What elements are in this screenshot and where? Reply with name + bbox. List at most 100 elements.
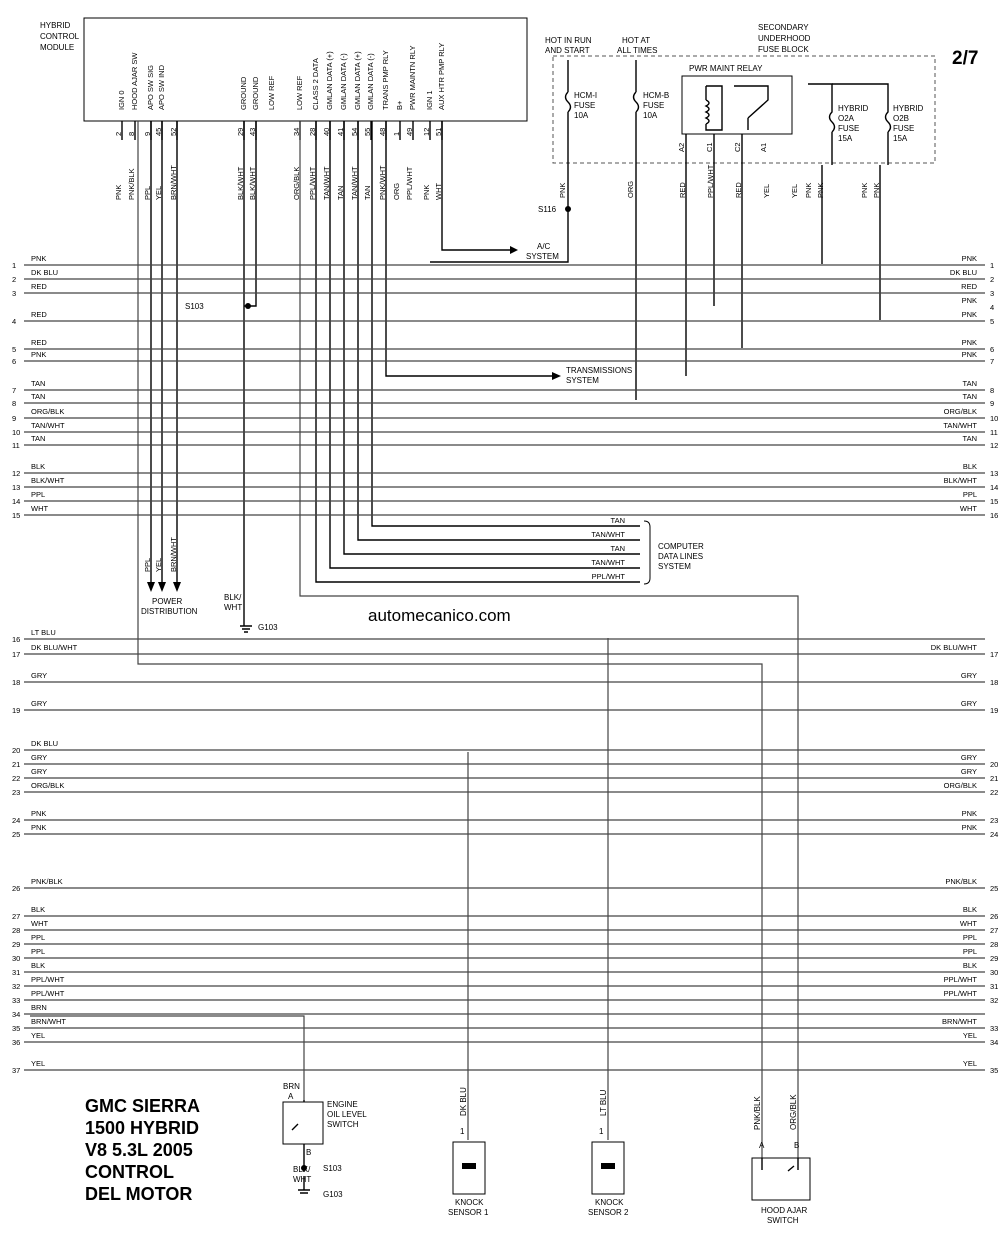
- right-pin-number: 33: [990, 1024, 998, 1033]
- hcm-pin-wire-color: TAN: [336, 186, 345, 200]
- hcm-pin-function: CLASS 2 DATA: [311, 58, 320, 110]
- ac-system-1: A/C: [537, 242, 551, 251]
- oil-switch-gnd-2: WHT: [293, 1175, 311, 1184]
- left-wire-color: PPL: [31, 490, 45, 499]
- page-label: 2/7: [952, 48, 978, 69]
- hcm-pin-function: GMLAN DATA (+): [353, 51, 362, 110]
- data-line-wire: [329, 121, 640, 569]
- hcm-pin-number: 40: [322, 128, 331, 136]
- right-pin-number: 30: [990, 968, 998, 977]
- hcm-pin-wire-color: TAN: [363, 186, 372, 200]
- left-wire-color: BLK: [31, 462, 45, 471]
- fuse-wire-color: PNK: [558, 183, 567, 198]
- right-wire-color: BLK: [963, 462, 977, 471]
- oil-switch-splice: [301, 1165, 307, 1171]
- left-pin-number: 16: [12, 635, 20, 644]
- hcm-pin-function: B+: [395, 100, 404, 110]
- hcm-pin-number: 1: [392, 132, 401, 136]
- knock1-pin: 1: [460, 1127, 465, 1136]
- left-pin-number: 22: [12, 774, 20, 783]
- hood-pin-b: B: [794, 1141, 799, 1150]
- power-wire-arrow: [147, 582, 155, 592]
- hcm-pin-function: PWR MAINTN RLY: [408, 46, 417, 110]
- right-pin-number: 24: [990, 830, 998, 839]
- right-pin-number: 22: [990, 788, 998, 797]
- knock1-wire: DK BLU: [459, 1087, 468, 1116]
- data-line-wire: [315, 121, 640, 583]
- fuse-wire-color: PNK: [860, 183, 869, 198]
- hcm-pin-wire-color: BLK/WHT: [248, 166, 257, 200]
- data-line-wire: [357, 121, 640, 541]
- left-wire-color: GRY: [31, 753, 47, 762]
- knock-sensor-1: [452, 1141, 486, 1195]
- hcm-pin-number: 8: [127, 132, 136, 136]
- right-pin-number: 12: [990, 441, 998, 450]
- left-pin-number: 29: [12, 940, 20, 949]
- right-wire-color: PNK: [962, 338, 977, 347]
- data-lines-2: DATA LINES: [658, 552, 703, 561]
- left-wire-color: LT BLU: [31, 628, 56, 637]
- hcm-pin-wire-color: YEL: [154, 186, 163, 200]
- right-wire-color: PPL: [963, 933, 977, 942]
- data-lines-bracket: [643, 520, 651, 585]
- hot-at-all-2: ALL TIMES: [617, 46, 657, 55]
- left-wire-color: PNK: [31, 823, 46, 832]
- left-pin-number: 36: [12, 1038, 20, 1047]
- hybrid-control-module: [83, 17, 528, 122]
- hot-at-all-1: HOT AT: [622, 36, 650, 45]
- left-wire-color: GRY: [31, 699, 47, 708]
- hood-name-1: HOOD AJAR: [761, 1206, 807, 1215]
- hcm-pin-function: AUX HTR PMP RLY: [437, 43, 446, 110]
- knock-sensor-2-element: [601, 1163, 615, 1169]
- left-pin-number: 11: [12, 441, 20, 450]
- knock-sensor-1-element: [462, 1163, 476, 1169]
- right-wire-color: BLK: [963, 905, 977, 914]
- o2b-fuse-1: HYBRID: [893, 104, 923, 113]
- fuse-wire-color: PNK: [872, 183, 881, 198]
- fuse-wire-color: PNK: [816, 183, 825, 198]
- left-pin-number: 21: [12, 760, 20, 769]
- right-wire-color: PNK: [962, 310, 977, 319]
- s103-splice: [245, 303, 251, 309]
- hcm-pin-function: GROUND: [239, 76, 248, 110]
- left-wire-color: GRY: [31, 767, 47, 776]
- left-wire-color: DK BLU: [31, 739, 58, 748]
- left-wire-color: TAN: [31, 434, 45, 443]
- knock2-name-1: KNOCK: [595, 1198, 624, 1207]
- fuse-block-title-2: UNDERHOOD: [758, 34, 811, 43]
- trans-system-1: TRANSMISSIONS: [566, 366, 632, 375]
- left-pin-number: 1: [12, 261, 16, 270]
- right-wire-color: PNK: [962, 809, 977, 818]
- knock1-name-1: KNOCK: [455, 1198, 484, 1207]
- gnd-wire-2: WHT: [224, 603, 242, 612]
- hcm-pin-number: 51: [434, 128, 443, 136]
- o2b-fuse-3: FUSE: [893, 124, 914, 133]
- right-pin-number: 17: [990, 650, 998, 659]
- left-pin-number: 4: [12, 317, 16, 326]
- hcm-pin-wire-color: PPL: [143, 186, 152, 200]
- fuse-wire-color: ORG: [626, 181, 635, 198]
- hcm-pin-function: LOW REF: [295, 75, 304, 110]
- oil-switch-ground-icon: [298, 1176, 310, 1194]
- right-pin-number: 19: [990, 706, 998, 715]
- left-pin-number: 2: [12, 275, 16, 284]
- right-pin-number: 29: [990, 954, 998, 963]
- pwr-maint-relay-box: [681, 75, 793, 135]
- left-wire-color: BLK: [31, 905, 45, 914]
- hcm-pin-number: 41: [336, 128, 345, 136]
- ac-arrow: [510, 246, 518, 254]
- o2b-fuse-2: O2B: [893, 114, 909, 123]
- left-pin-number: 26: [12, 884, 20, 893]
- hcm-b-fuse-1: HCM-B: [643, 91, 669, 100]
- right-wire-color: PNK: [962, 350, 977, 359]
- data-line-color: TAN/WHT: [591, 530, 625, 539]
- relay-coil-switch: [704, 85, 769, 131]
- oil-switch-name-2: OIL LEVEL: [327, 1110, 367, 1119]
- data-lines-1: COMPUTER: [658, 542, 704, 551]
- right-pin-number: 21: [990, 774, 998, 783]
- hcm-pin-wire-color: BLK/WHT: [236, 166, 245, 200]
- o2a-fuse-3: FUSE: [838, 124, 859, 133]
- power-wire-color: BRN/WHT: [169, 537, 178, 572]
